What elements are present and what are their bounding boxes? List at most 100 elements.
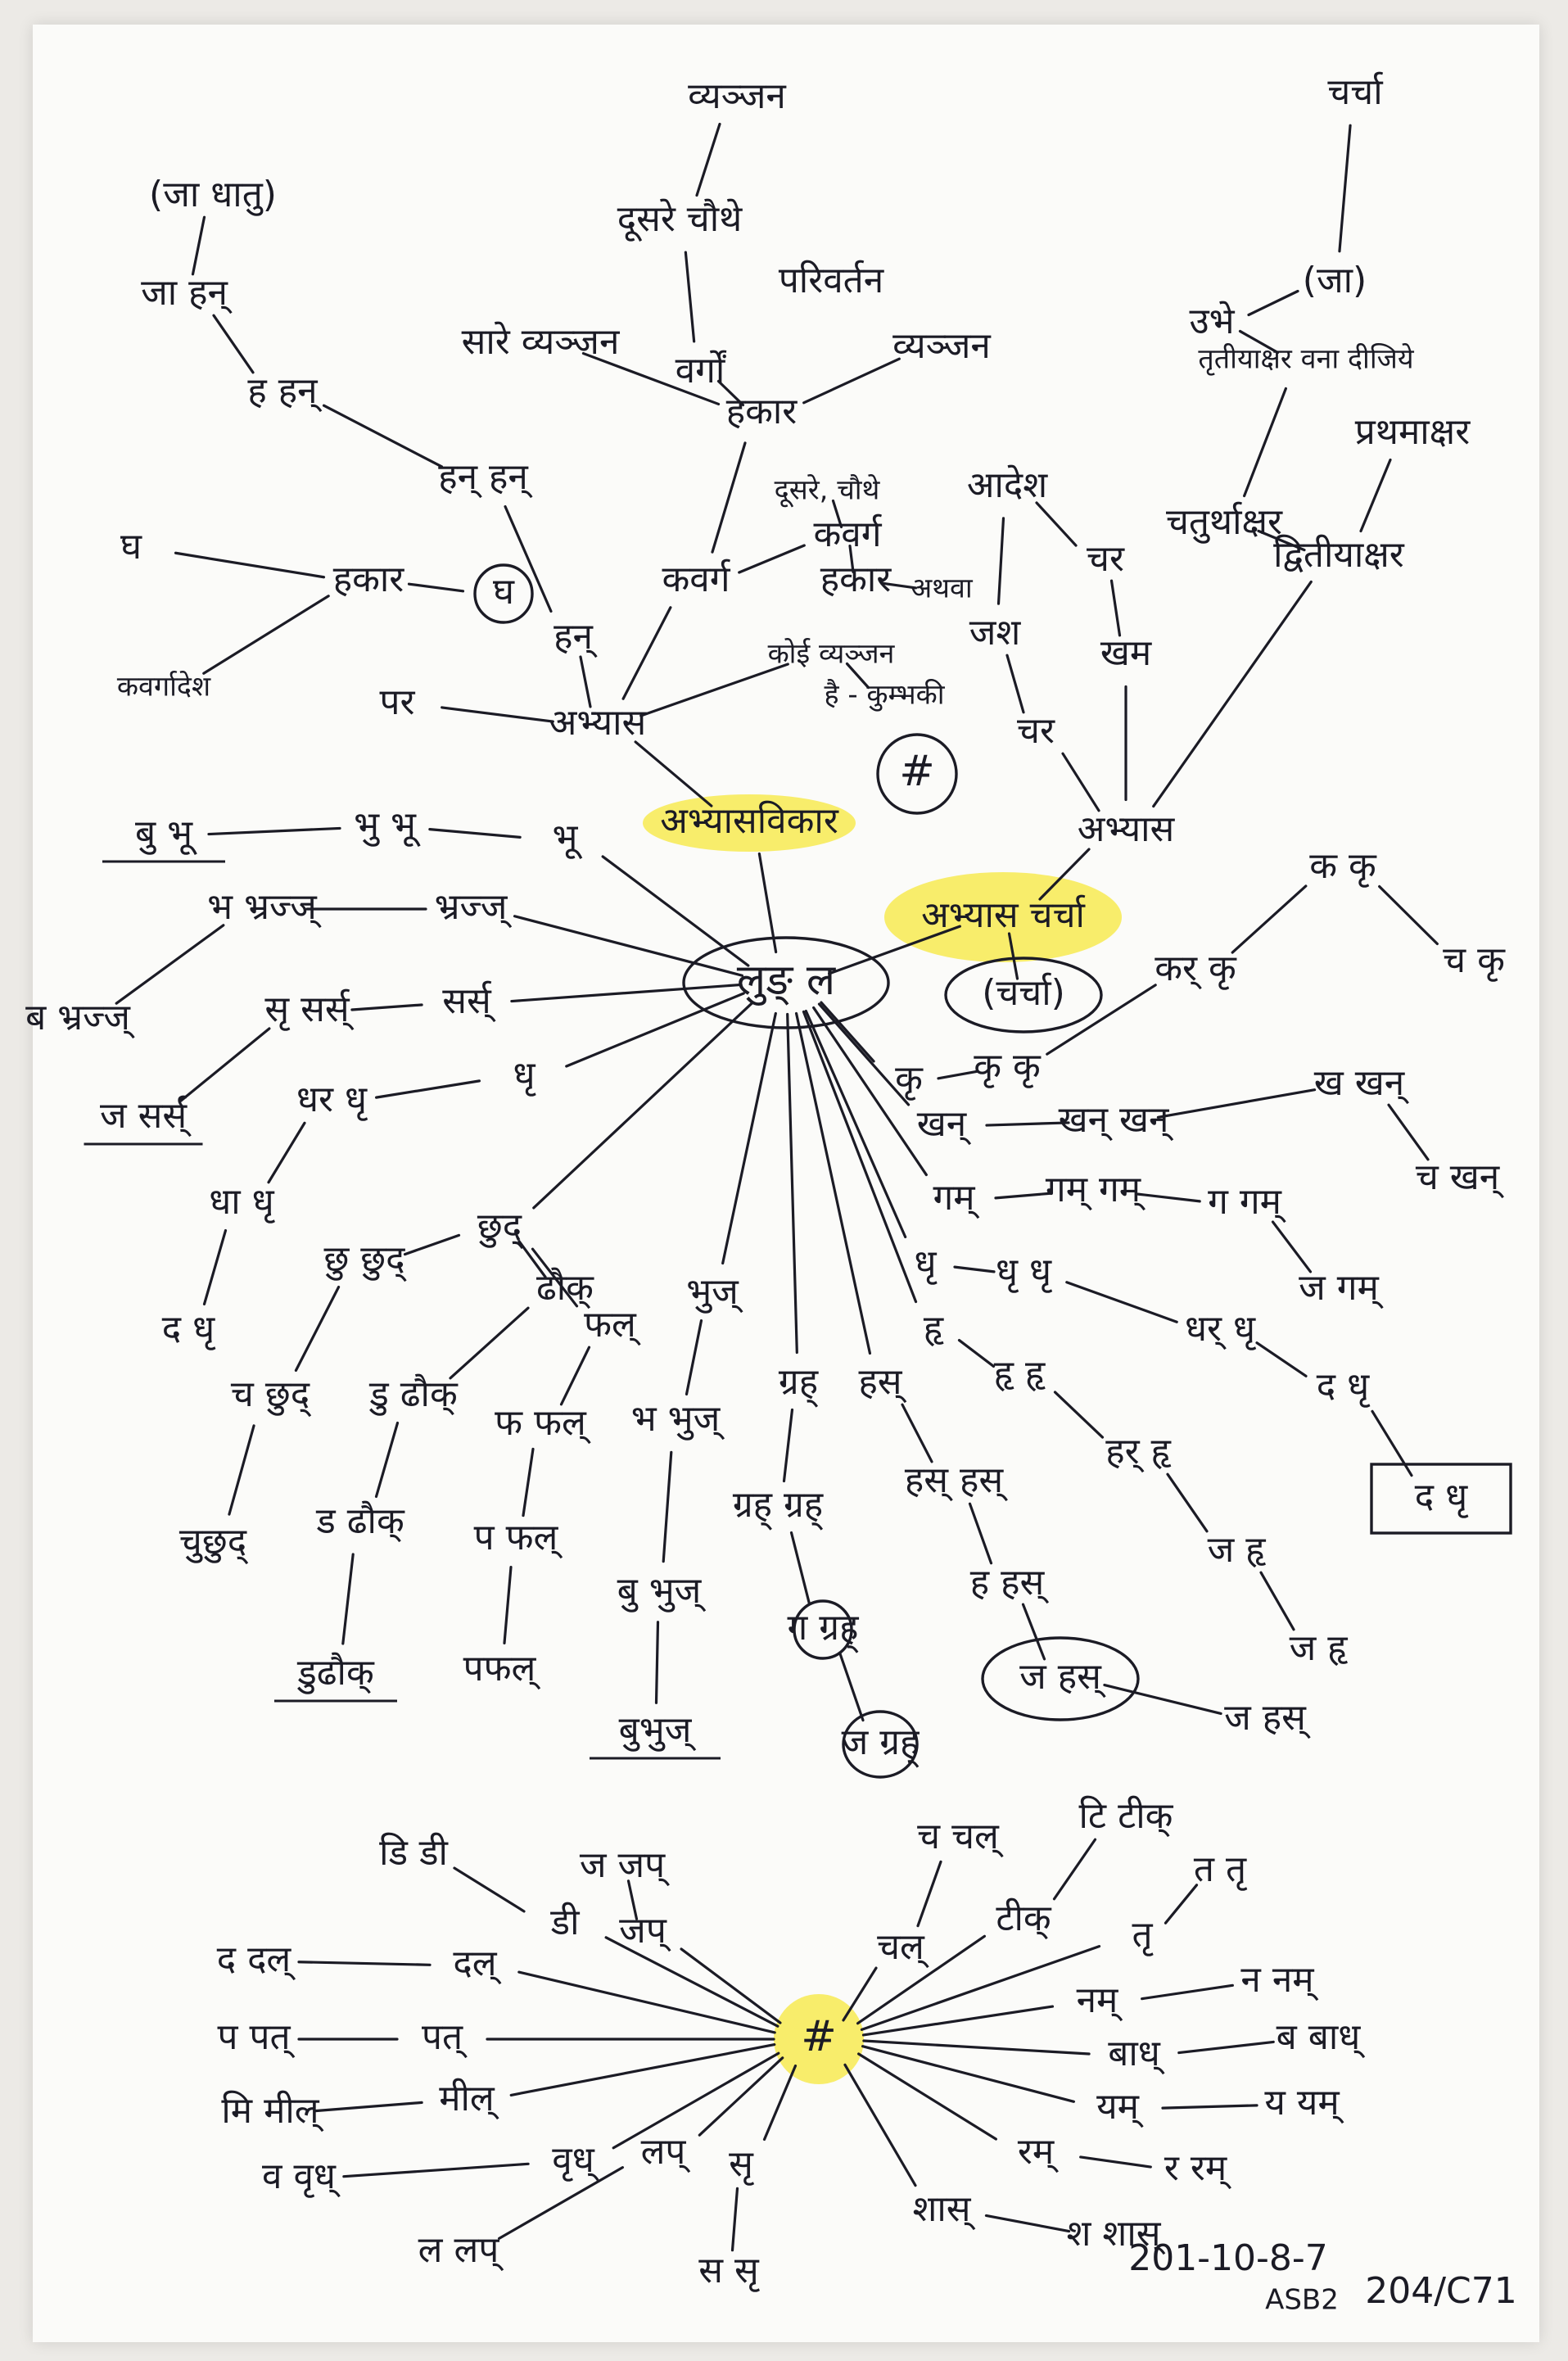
- edge-khan_khan-kha_khan: [1156, 1088, 1317, 1119]
- node-charcha_top: चर्चा: [1327, 71, 1384, 113]
- edge-varga-doosre_chauthe: [684, 251, 696, 343]
- node-su: सृ: [729, 2143, 755, 2186]
- footer-page: 204/C71: [1365, 2270, 1517, 2312]
- node-ja_grah: ज ग्रह्: [842, 1721, 920, 1769]
- node-paphal: पफल्: [463, 1648, 541, 1690]
- node-shas: शास्: [912, 2188, 975, 2231]
- node-chh_ch: छु छुद्: [323, 1238, 406, 1282]
- node-abhyasa_vikara: अभ्यासविकार: [660, 800, 839, 842]
- node-pha_phal: फ फल्: [495, 1402, 591, 1445]
- node-dhr: धृ: [914, 1242, 938, 1285]
- edge-abhyas_mid-koi_vyanjan: [639, 663, 789, 717]
- node-du_dhauk: डु ढौक्: [368, 1373, 459, 1416]
- edge-tritiyakshar-ubhe: [1238, 329, 1280, 355]
- node-kr: कृ: [895, 1058, 924, 1101]
- node-abhyas_mid: अभ्यास: [549, 702, 648, 744]
- edge-has-has_has: [901, 1403, 933, 1463]
- edge-ubhe-ja_paren: [1247, 289, 1299, 317]
- node-hakar_top: हकार: [726, 391, 798, 432]
- circle-charcha_paren: [944, 957, 1103, 1034]
- node-parivartan: परिवर्तन: [779, 260, 885, 301]
- edge-du_dhauk-da_dhauk: [374, 1421, 400, 1499]
- edge-jash-ades: [996, 517, 1005, 605]
- edge-center-kr: [820, 1001, 875, 1063]
- edge-nam-na_nam: [1141, 1983, 1234, 2001]
- node-kar_kr: कर् कृ: [1155, 948, 1237, 990]
- edge-abhyas_mid-han: [579, 655, 592, 708]
- node-hash1: #: [899, 747, 935, 796]
- edge-ram-ra_ram: [1079, 2155, 1152, 2169]
- node-da_dhauk: ड ढौक्: [315, 1500, 405, 1543]
- highlight-abhyas_charcha: [884, 872, 1122, 962]
- node-da_dha: द धृ: [162, 1308, 216, 1350]
- footer-date: 201-10-8-7: [1128, 2237, 1328, 2279]
- node-cha_kr: च कृ: [1443, 939, 1506, 982]
- node-srs: सर्स्: [442, 980, 495, 1023]
- edge-phal-pha_phal: [559, 1346, 591, 1406]
- node-chal: चल्: [877, 1926, 929, 1969]
- edge-bhuj-bh_bhuj: [685, 1318, 703, 1396]
- node-charcha_paren: (चर्चा): [982, 972, 1065, 1014]
- node-jap: जप्: [619, 1910, 671, 1952]
- edge-ga_gam-ja_gam: [1271, 1220, 1313, 1273]
- node-athava: अथवा: [911, 572, 974, 605]
- edge-abhyas_right-dvitiyakshar: [1152, 580, 1313, 808]
- edge-yam-ya_yam: [1161, 2104, 1258, 2110]
- node-hash2: #: [801, 2012, 837, 2061]
- node-ram: रम्: [1018, 2131, 1059, 2173]
- edge-ha_han-ja_han: [212, 314, 255, 374]
- paper-sheet: [33, 25, 1539, 2342]
- node-vyanjan_top: व्यञ्जन: [688, 75, 787, 117]
- highlight-abhyasa_vikara: [643, 794, 856, 852]
- node-kavarg: कवर्ग: [662, 559, 730, 600]
- edge-center-chhud: [532, 1002, 753, 1210]
- node-hr_hr: हृ हृ: [994, 1353, 1046, 1395]
- edge-da_dhauk-dudhauk: [341, 1553, 355, 1645]
- node-ti_tik: टि टीक्: [1079, 1795, 1174, 1838]
- node-doosre_chauthe2: दूसरे, चौथे: [775, 474, 881, 508]
- edge-abhyas_charcha-abhyas_right: [1038, 848, 1091, 901]
- node-kumbhakar: है - कुम्भकी: [824, 679, 945, 712]
- node-sare_vyanjan: सारे व्यञ्जन: [462, 321, 621, 363]
- edge-kha_khan-cha_khan: [1387, 1103, 1430, 1161]
- edge-center-srs: [510, 983, 743, 1003]
- node-gha_circ: घ: [493, 571, 515, 613]
- edge-center-khan: [817, 1002, 911, 1106]
- node-bu_bhuj: बु भुज्: [617, 1570, 707, 1612]
- edge-dvitiyakshar-chaturthakshar: [1257, 529, 1306, 552]
- edge-dhauk-du_dhauk: [449, 1306, 530, 1380]
- node-tik: टीक्: [996, 1897, 1052, 1940]
- node-na_nam: न नम्: [1240, 1959, 1318, 2001]
- node-da_dhr: द धृ: [1317, 1365, 1371, 1408]
- node-ja_han: जा हन्: [141, 272, 233, 314]
- edge-srs-sr_srs: [350, 1003, 423, 1011]
- edge-ja_paren-charcha_top: [1338, 124, 1352, 253]
- edge-hash2-dee: [604, 1936, 779, 2028]
- edge-center-bhu: [601, 855, 750, 967]
- edge-hash2-ram: [857, 2052, 997, 2141]
- node-ga_grah: ग ग्रह्: [788, 1607, 860, 1654]
- edge-bhu-bhu_bhu2: [428, 828, 522, 839]
- edge-hash2-dal: [517, 1970, 776, 2034]
- node-sr_srs: सृ सर्स्: [264, 988, 354, 1031]
- edge-abhyas_mid-kavarg: [621, 606, 672, 700]
- edge-center-dha: [565, 992, 745, 1068]
- edge-hakar_top-varga: [716, 379, 745, 407]
- node-bh_bhuj: भ भुज्: [631, 1398, 725, 1441]
- node-center: लुङ् ल: [737, 956, 836, 1006]
- edge-hash2-tik: [856, 1934, 987, 2025]
- circle-gha_circ: [473, 563, 534, 624]
- edge-hakar_left-gha_circ: [407, 582, 465, 593]
- edge-abhyas_mid-par: [441, 706, 554, 723]
- node-tritiyakshar: तृतीयाक्षर वना दीजिये: [1198, 343, 1414, 377]
- edge-bu_bhuj-bubhuj: [654, 1621, 660, 1704]
- edge-hash2-vridh: [612, 2051, 780, 2150]
- node-badh: बाध्: [1108, 2033, 1165, 2075]
- edge-gam_gam-ga_gam: [1136, 1192, 1201, 1203]
- node-bhu_bhu2: भु भू: [354, 804, 421, 848]
- edge-ha_has-ja_has: [1021, 1603, 1046, 1661]
- node-dhar_dhr: धर् धृ: [1185, 1308, 1257, 1350]
- node-dha: धृ: [513, 1054, 536, 1097]
- node-dee: डी: [550, 1902, 581, 1943]
